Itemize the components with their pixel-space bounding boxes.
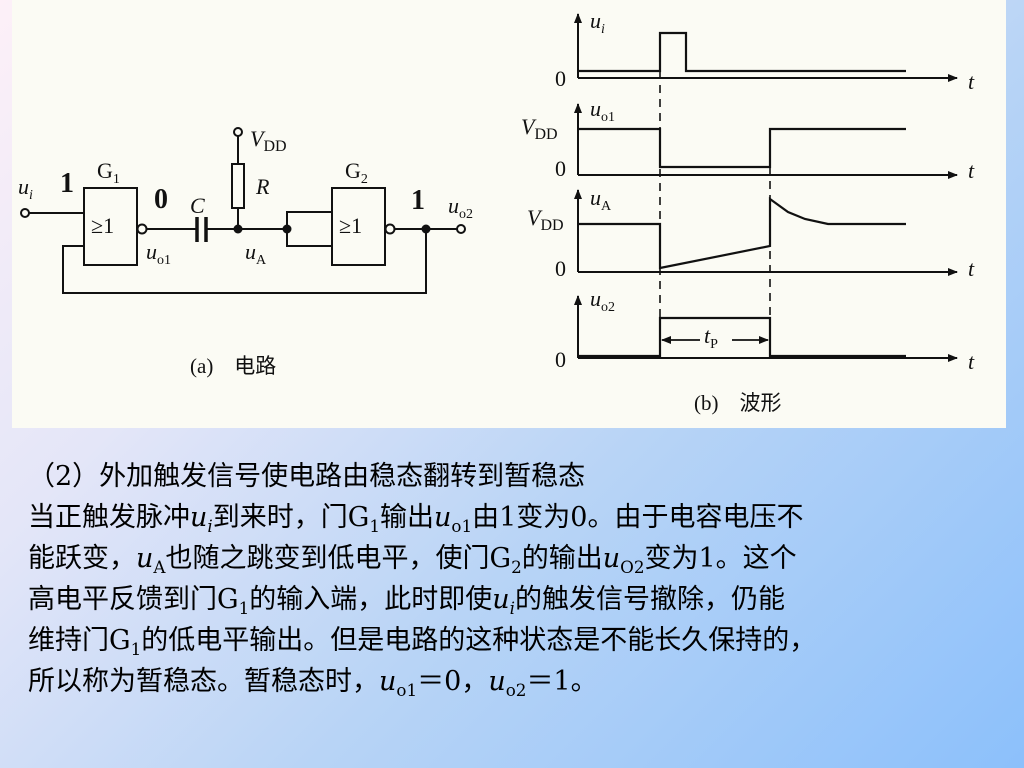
zero-label-ui: 0 <box>555 66 566 91</box>
explanation-text: （2）外加触发信号使电路由稳态翻转到暂稳态 当正触发脉冲ui到来时，门G1输出u… <box>28 456 1003 702</box>
waveform-caption: (b) 波形 <box>694 391 782 415</box>
gate-g2-output-bubble <box>384 223 396 235</box>
label-uo2: uo2 <box>590 286 615 315</box>
circuit-ua-label: uA <box>245 239 267 268</box>
label-uo1: uo1 <box>590 96 615 125</box>
time-label-uo1: t <box>968 158 975 183</box>
gate-g1 <box>83 187 138 266</box>
uo2-state: 1 <box>411 185 425 216</box>
tp-label: tP <box>704 323 718 352</box>
vdd-terminal <box>233 127 243 137</box>
g1-symbol: ≥1 <box>91 213 114 238</box>
circuit-uo1-label: uo1 <box>146 239 171 268</box>
gate-g1-output-bubble <box>136 223 148 235</box>
g2-symbol: ≥1 <box>339 213 362 238</box>
g1-label: G1 <box>97 158 120 187</box>
circuit-uo2-label: uo2 <box>448 193 473 222</box>
waveform-axes <box>574 13 958 362</box>
waveform-guides <box>659 71 771 318</box>
capacitor-label: C <box>190 193 205 218</box>
time-label-ui: t <box>968 69 975 94</box>
trace-uo2 <box>578 316 906 358</box>
zero-label-ua: 0 <box>555 256 566 281</box>
figure-svg: ui G1 ≥1 G2 ≥1 1 0 1 VDD C R uo1 uA uo2 … <box>18 8 975 415</box>
trace-ui <box>578 31 906 73</box>
vdd-label-ua: VDD <box>527 205 564 234</box>
label-ua: uA <box>590 185 612 214</box>
zero-label-uo1: 0 <box>555 156 566 181</box>
input-terminal <box>20 208 30 218</box>
resistor-label: R <box>255 174 270 199</box>
g2-label: G2 <box>345 158 368 187</box>
uo1-state: 0 <box>154 184 168 215</box>
circuit-input-label: ui <box>18 174 33 203</box>
resistor-r <box>231 163 245 209</box>
text-line-1: 当正触发脉冲ui到来时，门G1输出uo1由1变为0。由于电容电压不 <box>28 502 804 536</box>
circuit-caption: (a) 电路 <box>190 354 276 378</box>
circuit-diagram <box>20 127 466 294</box>
circuit-vdd-label: VDD <box>250 126 287 155</box>
label-ui: ui <box>590 8 605 37</box>
feedback-wire <box>62 229 427 294</box>
text-line-4: 维持门G1的低电平输出。但是电路的这种状态是不能长久保持的， <box>28 625 817 659</box>
zero-label-uo2: 0 <box>555 347 566 372</box>
g2-input-wires <box>286 211 332 247</box>
text-line-5: 所以称为暂稳态。暂稳态时，uo1＝0，uo2＝1。 <box>28 666 598 700</box>
trace-uo1 <box>578 127 906 169</box>
waveform-traces <box>578 31 906 358</box>
gate-g2 <box>331 187 386 266</box>
text-line-3: 高电平反馈到门G1的输入端，此时即使ui的触发信号撤除，仍能 <box>28 584 785 618</box>
time-label-ua: t <box>968 256 975 281</box>
text-line-2: 能跃变，uA也随之跳变到低电平，使门G2的输出uO2变为1。这个 <box>28 543 797 577</box>
vdd-label-uo1: VDD <box>521 114 558 143</box>
g1-input-state: 1 <box>60 168 74 199</box>
figure-panel: ui G1 ≥1 G2 ≥1 1 0 1 VDD C R uo1 uA uo2 … <box>12 0 1006 428</box>
output-terminal <box>456 224 466 234</box>
trace-ua <box>578 196 906 270</box>
text-heading: （2）外加触发信号使电路由稳态翻转到暂稳态 <box>28 461 586 492</box>
time-label-uo2: t <box>968 349 975 374</box>
